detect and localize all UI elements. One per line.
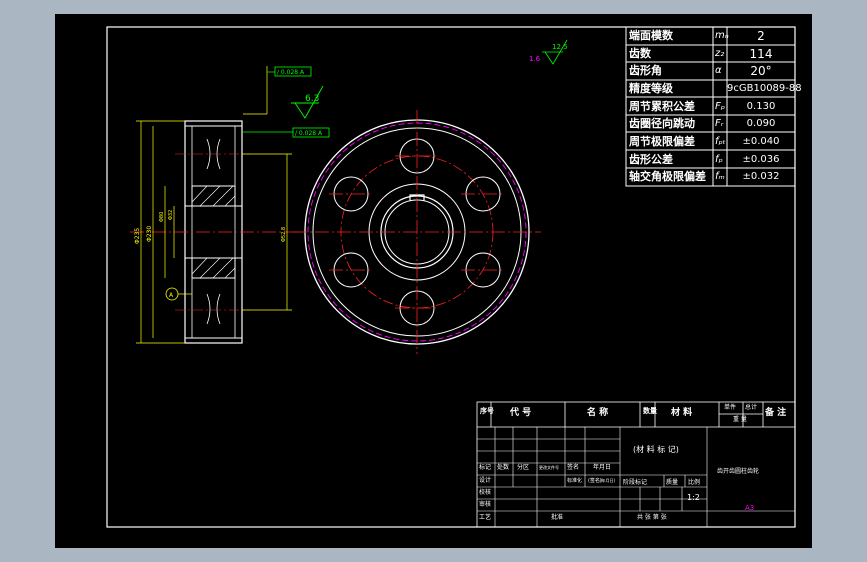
tb-header-qty: 数量: [643, 407, 657, 415]
param-label: 周节极限偏差: [629, 135, 695, 149]
param-symbol: mₙ: [715, 30, 729, 41]
tb-rev-mark: 标记: [479, 464, 492, 471]
tb-signature: (签名): [588, 478, 602, 484]
tb-header-code: 代 号: [510, 408, 532, 418]
tb-material-note: (材 料 标 记): [633, 445, 679, 454]
tb-role-approve: 批准: [551, 514, 564, 521]
param-value: 114: [749, 46, 773, 61]
tb-role-review: 审核: [479, 501, 492, 508]
param-symbol: fₚ: [715, 153, 723, 165]
param-symbol: fₚₜ: [715, 136, 726, 148]
param-symbol: fₘ: [715, 171, 725, 183]
tb-standardize: 标准化: [567, 478, 583, 484]
drawing-sheet: Φ235 Φ230 Φ80 Φ32 Φ52.8 A / 0.028 A / 0.…: [55, 14, 812, 548]
dim-hub-text: Φ80: [159, 212, 165, 222]
param-label: 齿数: [629, 46, 651, 60]
drawing-frame: [106, 26, 796, 528]
tolerance-frame-1: [274, 66, 312, 77]
param-label: 精度等级: [629, 82, 673, 95]
param-symbol: Fₚ: [715, 100, 726, 112]
param-label: 端面模数: [629, 29, 673, 42]
tb-date: (年月日): [600, 478, 616, 483]
param-value: 2: [757, 29, 765, 43]
tb-header-weight: 重 量: [733, 416, 747, 423]
tb-header-material: 材 料: [671, 408, 693, 418]
tb-rev-sign: 签名: [567, 464, 580, 471]
param-label: 周节累积公差: [629, 99, 695, 113]
param-symbol: z₂: [715, 47, 725, 59]
section-view: Φ235 Φ230 Φ80 Φ32 Φ52.8 A / 0.028 A / 0.…: [130, 66, 330, 344]
tb-header-note: 备 注: [765, 408, 787, 418]
tb-role-process: 工艺: [479, 514, 492, 521]
roughness-corner-text: 12.5: [552, 43, 568, 51]
title-block-grid: [476, 401, 796, 528]
param-label: 齿形角: [629, 64, 662, 78]
tb-part-name: 齿开齿圆柱齿轮: [717, 468, 760, 475]
param-value: 0.130: [746, 100, 776, 112]
param-value: 20°: [750, 64, 772, 79]
tb-rev-date: 年月日: [593, 464, 612, 471]
roughness-symbol: [294, 85, 324, 119]
front-view: [293, 110, 541, 354]
dim-outer-text: Φ235: [134, 228, 141, 244]
tb-scale-label: 比例: [688, 479, 701, 486]
tb-rev-doc: 更改文件号: [539, 465, 559, 470]
tb-stage: 阶段标记: [623, 479, 648, 486]
tb-role-design: 设计: [479, 477, 492, 484]
tb-format: A3: [745, 504, 755, 512]
dim-bore-right-text: Φ52.8: [281, 227, 287, 242]
param-value: ±0.032: [742, 171, 780, 183]
tolerance-frame-2-text: / 0.028 A: [295, 130, 323, 137]
param-label: 齿圈径向跳动: [629, 117, 695, 131]
param-symbol: α: [715, 65, 722, 77]
param-value: ±0.040: [742, 136, 780, 148]
tb-sheet-info: 共 张 第 张: [637, 514, 667, 521]
tb-header-name: 名 称: [587, 408, 609, 418]
tb-rev-zone: 分区: [517, 464, 530, 471]
param-label: 齿形公差: [629, 152, 673, 166]
gear-drawing: Φ235 Φ230 Φ80 Φ32 Φ52.8 A / 0.028 A / 0.…: [106, 26, 796, 528]
corner-mark-text: 1.6: [529, 55, 541, 63]
tb-rev-count: 处数: [497, 464, 510, 471]
param-table-grid: [625, 26, 796, 187]
tb-weight: 质量: [666, 479, 679, 486]
dim-bore-text: Φ32: [168, 210, 174, 220]
param-label: 轴交角极限偏差: [629, 170, 706, 184]
tb-role-check: 校核: [479, 489, 492, 496]
tolerance-frame-2: [292, 127, 330, 138]
roughness-main-text: 6.3: [305, 94, 319, 104]
param-value: ±0.036: [742, 153, 780, 165]
corner-roughness: 12.5 1.6: [529, 39, 568, 65]
tb-header-unit: 单件: [724, 404, 737, 411]
tb-header-no: 序号: [480, 407, 494, 415]
tolerance-frame-1-text: / 0.028 A: [277, 69, 305, 76]
param-value: 0.090: [746, 118, 776, 130]
param-symbol: Fᵣ: [715, 118, 724, 130]
tb-scale: 1:2: [687, 493, 700, 502]
dim-root-text: Φ230: [146, 226, 153, 242]
tb-header-total: 总计: [745, 404, 758, 411]
datum-text: A: [169, 292, 174, 299]
param-value: 9cGB10089-88: [727, 83, 802, 94]
